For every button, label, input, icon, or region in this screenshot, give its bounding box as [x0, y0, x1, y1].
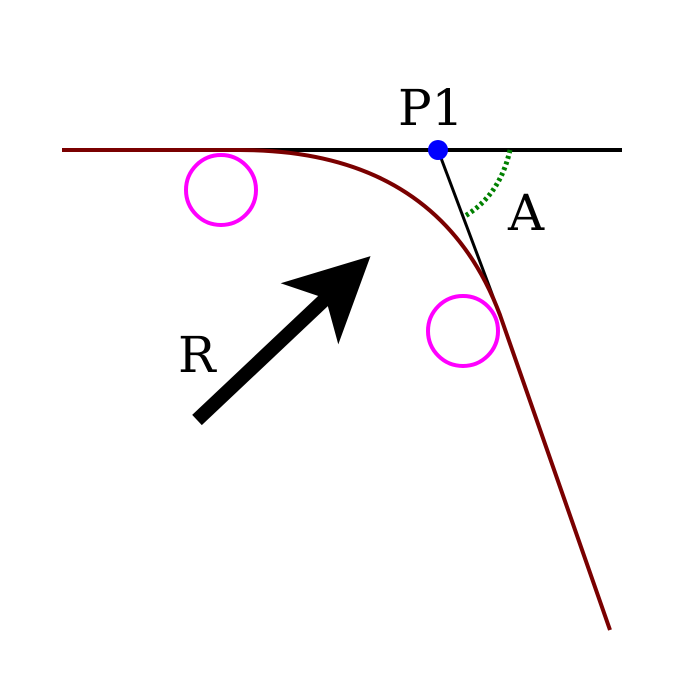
- point-p1[interactable]: [428, 140, 448, 160]
- label-radius: R: [178, 326, 217, 384]
- label-angle: A: [507, 184, 545, 242]
- angle-arc: [463, 149, 513, 219]
- radius-arrow: [192, 256, 371, 426]
- filleted-path: [62, 148, 612, 631]
- label-p1: P1: [398, 79, 463, 137]
- tangent-point-circle-2: [426, 294, 500, 368]
- tangent-point-circle-1: [184, 153, 258, 227]
